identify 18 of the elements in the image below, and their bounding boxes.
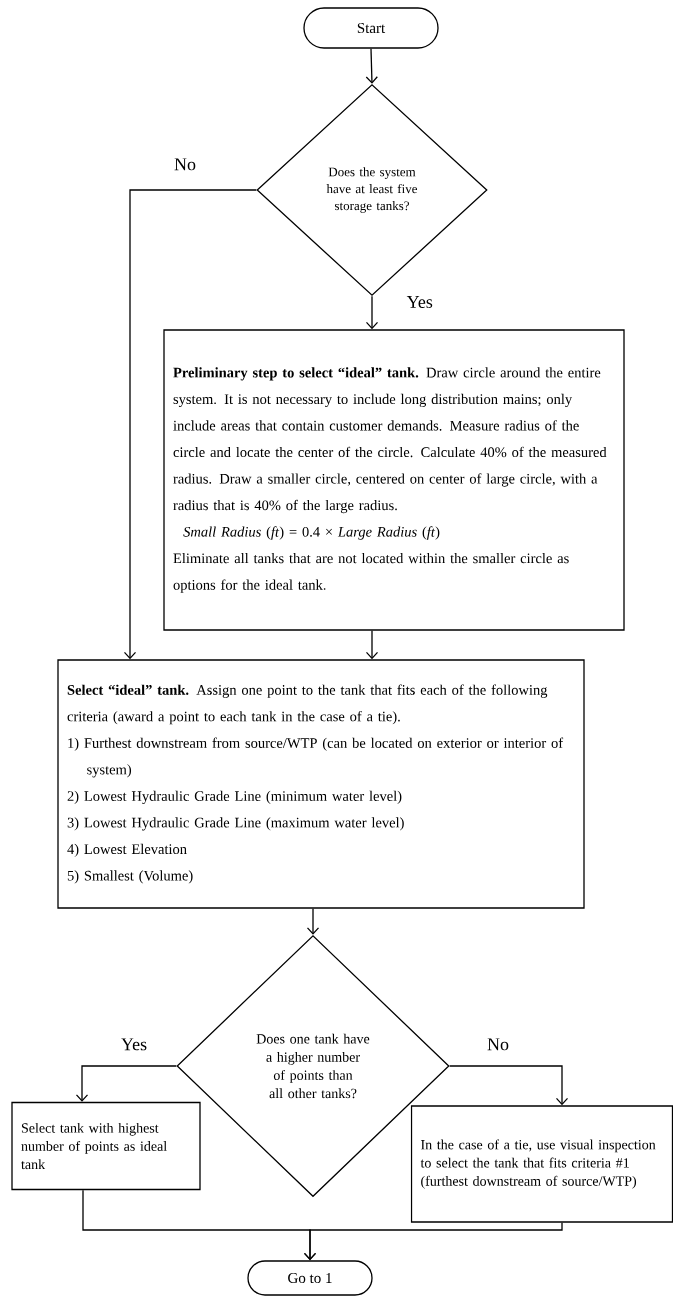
arrow xyxy=(303,1222,563,1261)
process-box: Select tank with highest number of points as ideal tank xyxy=(11,1101,201,1191)
process-box: Select “ideal” tank. Assign one point to the tank that fits each of the following criteria (award a point to each tank in the case of a tie). 1) Furthest downstream from source/WTP (can be located on exterior or interior of system) 2) Lowest Hydraulic Grade Line (minimum water level) 3) Lowest Hydraulic Grade Line (maximum water level) 4) Lowest Elevation 5) Smallest (Volume) xyxy=(57,659,585,909)
arrow xyxy=(123,189,257,660)
edge-label: No xyxy=(486,1037,510,1052)
process-box: In the case of a tie, use visual inspection to select the tank that fits criteria #1 (furthest downstream of source/WTP) xyxy=(410,1105,673,1223)
edge-label: Yes xyxy=(405,295,434,309)
arrow xyxy=(365,630,379,660)
process-box: Preliminary step to select “ideal” tank. Draw circle around the entire system. It is not necessary to include long distribution mains; only include areas that contain customer demands. Measure radius of the circle and locate the center of the circle. Calculate 40% of the measured radius. Draw a smaller circle, centered on center of large circle, with a radius that is 40% of the large radius. Small Radius (ft) = 0.4 × Large Radius (ft) Eliminate all tanks that are not located within the smaller circle as options for the ideal tank. xyxy=(163,329,625,631)
terminal-box: Start xyxy=(303,7,439,49)
arrow xyxy=(449,1065,569,1106)
terminal-box: Go to 1 xyxy=(247,1260,373,1296)
arrow xyxy=(365,48,378,84)
arrow xyxy=(365,295,379,330)
arrow xyxy=(306,908,320,935)
edge-label: Yes xyxy=(119,1037,149,1052)
arrow xyxy=(75,1065,177,1102)
edge-label: No xyxy=(173,157,197,172)
